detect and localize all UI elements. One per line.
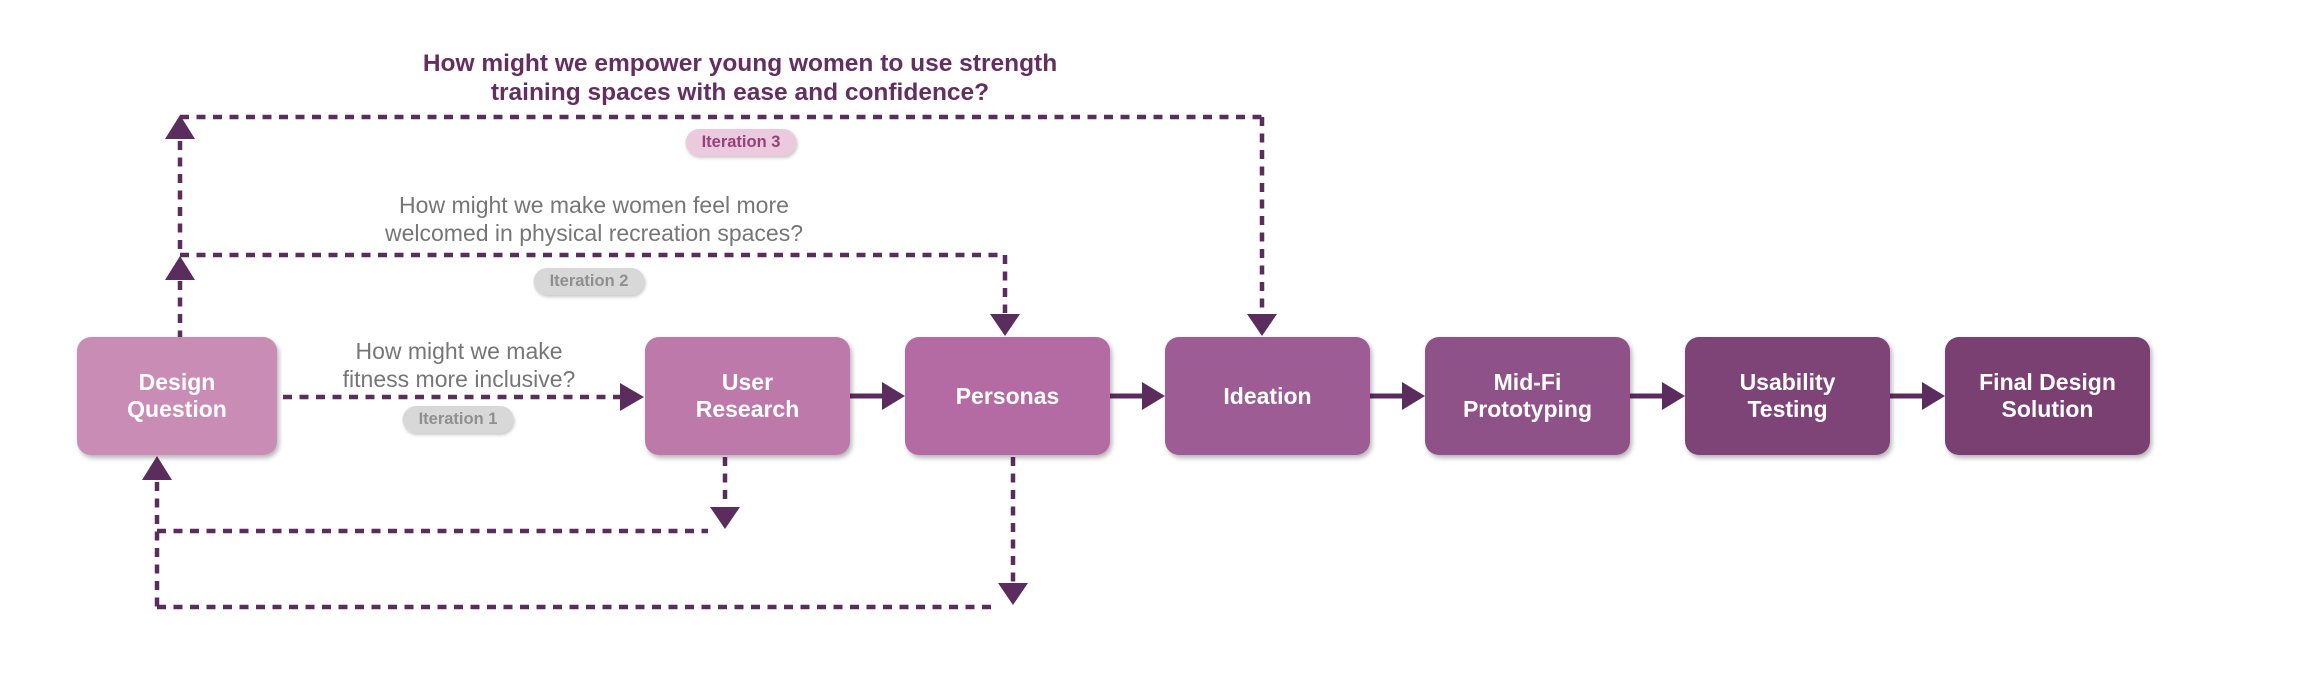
arrowhead-up-icon	[142, 456, 172, 480]
arrowhead-right-icon	[620, 383, 644, 411]
step-label: Personas	[955, 382, 1060, 409]
step-label: User Research	[695, 369, 800, 422]
step-label: Design Question	[127, 369, 227, 422]
arrowhead-down-icon	[990, 314, 1020, 336]
step-final-design-solution: Final Design Solution	[1945, 337, 2150, 455]
arrowhead-down-icon	[710, 507, 740, 529]
step-label: Ideation	[1223, 382, 1312, 409]
iteration-1-badge: Iteration 1	[402, 406, 514, 433]
iteration-1-arrow	[283, 383, 644, 411]
arrowhead-right-icon	[882, 382, 905, 410]
iteration-2-question: How might we make women feel more welcom…	[384, 192, 804, 247]
arrowhead-right-icon	[1142, 382, 1165, 410]
arrowhead-right-icon	[1922, 382, 1945, 410]
iteration-3-question: How might we empower young women to use …	[422, 50, 1058, 106]
arrowhead-up-icon	[165, 256, 195, 280]
step-personas: Personas	[905, 337, 1110, 455]
step-user-research: User Research	[645, 337, 850, 455]
feedback-loops	[142, 456, 1028, 610]
step-label: Usability Testing	[1739, 369, 1836, 422]
step-label: Final Design Solution	[1979, 369, 2116, 422]
iteration-3-loop-arrow	[165, 114, 1277, 336]
iteration-2-loop-arrow	[165, 252, 1020, 337]
iteration-2-badge: Iteration 2	[533, 268, 645, 295]
process-flow-arrows	[850, 382, 1945, 410]
step-design-question: Design Question	[77, 337, 277, 455]
iteration-3-badge: Iteration 3	[685, 129, 797, 156]
arrowhead-down-icon	[998, 583, 1028, 605]
arrowhead-right-icon	[1662, 382, 1685, 410]
iteration-1-question: How might we make fitness more inclusive…	[342, 338, 576, 392]
step-usability-testing: Usability Testing	[1685, 337, 1890, 455]
step-ideation: Ideation	[1165, 337, 1370, 455]
arrowhead-down-icon	[1247, 314, 1277, 336]
arrowhead-right-icon	[1402, 382, 1425, 410]
step-midfi-prototyping: Mid-Fi Prototyping	[1425, 337, 1630, 455]
step-label: Mid-Fi Prototyping	[1462, 369, 1593, 422]
arrowhead-up-icon	[165, 115, 195, 139]
